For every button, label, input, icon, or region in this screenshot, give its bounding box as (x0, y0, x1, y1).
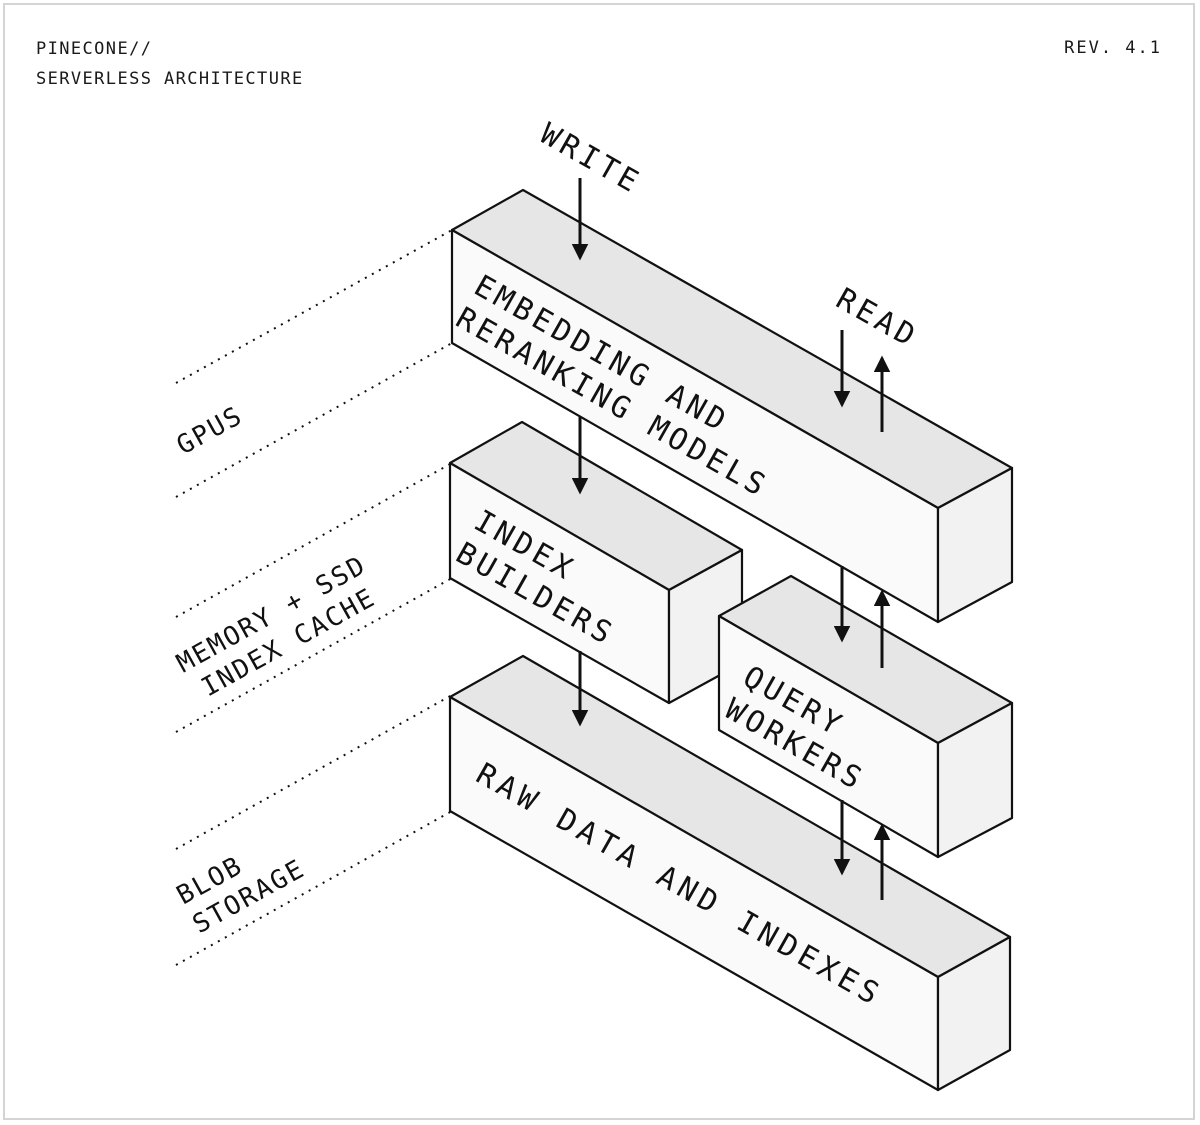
page-frame (3, 3, 1195, 1120)
title-line-1: PINECONE// (36, 39, 153, 59)
read-label: READ (830, 282, 924, 356)
layer-label-blob: BLOB STORAGE (172, 825, 311, 940)
raw-data-block (448, 654, 1012, 1092)
flow-arrows (571, 178, 891, 900)
layer-label-memory: MEMORY + SSD INDEX CACHE (172, 542, 403, 708)
title-line-2: SERVERLESS ARCHITECTURE (36, 69, 304, 89)
raw-side-face (936, 935, 1012, 1092)
revision-label: REV. 4.1 (1064, 38, 1162, 58)
layer-label-gpus: GPUS (172, 401, 248, 461)
guide-line-blob-top (175, 694, 453, 850)
write-label: WRITE (534, 117, 647, 202)
page-title: PINECONE// SERVERLESS ARCHITECTURE (36, 34, 304, 94)
embedding-side-face (936, 466, 1014, 624)
guide-line-gpus-top (175, 229, 453, 384)
query-workers-block (717, 574, 1014, 859)
query-side-face (936, 701, 1014, 859)
embedding-block (450, 188, 1014, 624)
